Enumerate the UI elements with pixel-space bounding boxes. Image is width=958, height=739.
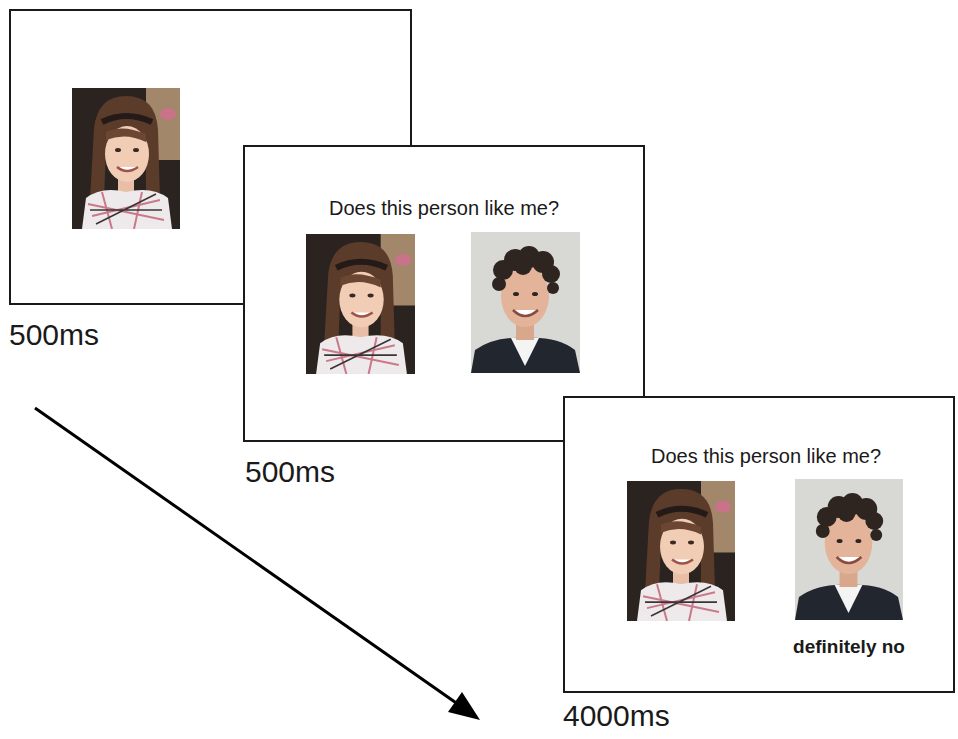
face-photo: [72, 88, 180, 229]
duration-label: 4000ms: [563, 699, 670, 734]
face-photo: [306, 234, 415, 374]
question-prompt: Does this person like me?: [651, 445, 881, 468]
time-arrow-head: [448, 692, 480, 720]
screen-frame: Does this person like me?definitely no40…: [563, 396, 955, 693]
duration-label: 500ms: [9, 318, 99, 353]
response-label: definitely no: [793, 636, 905, 658]
face-photo: [627, 481, 735, 621]
duration-label: 500ms: [245, 455, 335, 490]
face-photo: [471, 232, 580, 373]
question-prompt: Does this person like me?: [329, 197, 559, 220]
face-photo: [795, 479, 903, 620]
time-arrow-shaft: [35, 408, 462, 707]
